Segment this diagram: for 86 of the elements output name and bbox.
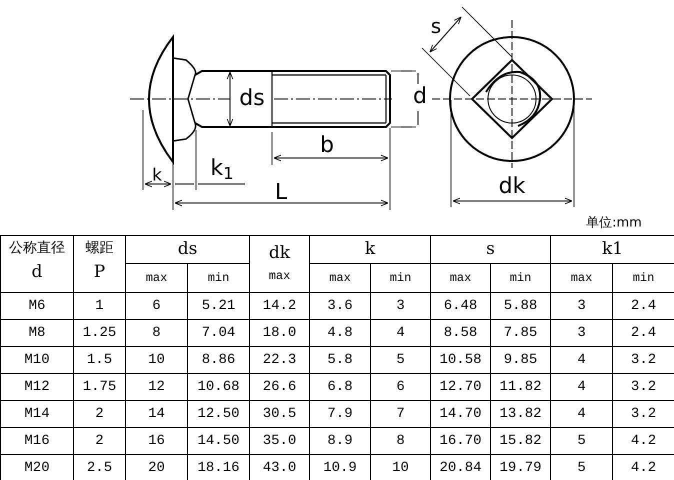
table-cell: 4 [370, 320, 431, 346]
dimension-label: k$_{1}$ [210, 158, 234, 180]
table-cell: M20 [0, 454, 74, 480]
table-cell: 3 [550, 292, 613, 320]
table-cell: M14 [0, 400, 74, 428]
table-cell: 7.85 [490, 320, 551, 346]
table-cell: 12.50 [188, 400, 250, 428]
table-cell: M8 [0, 320, 74, 346]
table-cell: 8.9 [310, 428, 371, 454]
table-cell: 7.04 [188, 320, 250, 346]
table-cell: 1.75 [74, 374, 126, 400]
dimension-label: b [320, 135, 334, 157]
table-cell: 2 [74, 428, 126, 454]
table-cell: M12 [0, 374, 74, 400]
table-cell: 9.85 [490, 346, 551, 374]
table-header-cell: max [550, 264, 613, 292]
table-cell: 4.8 [310, 320, 371, 346]
table-cell: 15.82 [490, 428, 551, 454]
table-cell: 6.8 [310, 374, 371, 400]
table-cell: 3 [370, 292, 431, 320]
table-cell: 5.88 [490, 292, 551, 320]
table-cell: 12 [126, 374, 188, 400]
table-cell: 12.70 [430, 374, 491, 400]
table-header-text: P [92, 261, 106, 284]
table-header-cell: k1 [550, 236, 674, 264]
table-cell: 14.2 [250, 292, 310, 320]
table-cell: 8 [126, 320, 188, 346]
table-cell: 10 [126, 346, 188, 374]
table-cell: 18.0 [250, 320, 310, 346]
table-cell: 4 [550, 346, 613, 374]
table-header-text: d [30, 261, 44, 284]
table-cell: 16 [126, 428, 188, 454]
table-cell: 10.58 [430, 346, 491, 374]
dimension-label: s [430, 16, 442, 36]
dimension-label: k [152, 168, 162, 184]
table-header-cell: s [430, 236, 551, 264]
table-header-text: 螺距 [84, 239, 114, 258]
table-cell: 6 [370, 374, 431, 400]
dimension-label: ds [239, 88, 265, 110]
table-header-text: max [268, 268, 292, 285]
table-header-cell: k [310, 236, 431, 264]
table-cell: 5.21 [188, 292, 250, 320]
table-cell: 35.0 [250, 428, 310, 454]
dimension-label: 单位:mm [586, 216, 642, 230]
table-header-cell: ds [126, 236, 250, 264]
table-cell: 8.86 [188, 346, 250, 374]
table-cell: 4 [550, 374, 613, 400]
table-cell: 5.8 [310, 346, 371, 374]
table-cell: 30.5 [250, 400, 310, 428]
table-cell: 14.70 [430, 400, 491, 428]
table-cell: 5 [370, 346, 431, 374]
table-cell: 14.50 [188, 428, 250, 454]
table-cell: 3.6 [310, 292, 371, 320]
table-header-text: 公称直径 [8, 239, 66, 258]
table-cell: 1 [74, 292, 126, 320]
table-cell: 22.3 [250, 346, 310, 374]
table-cell: 26.6 [250, 374, 310, 400]
table-cell: 10.68 [188, 374, 250, 400]
table-cell: 7.9 [310, 400, 371, 428]
table-cell: 8.58 [430, 320, 491, 346]
table-cell: 16.70 [430, 428, 491, 454]
table-cell: 5 [550, 428, 613, 454]
table-cell: 6.48 [430, 292, 491, 320]
table-cell: 1.5 [74, 346, 126, 374]
dimension-label: dk [498, 176, 526, 198]
table-cell: M16 [0, 428, 74, 454]
table-header-cell: min [370, 264, 431, 292]
table-cell: 6 [126, 292, 188, 320]
table-cell: 8 [370, 428, 431, 454]
table-cell: M6 [0, 292, 74, 320]
table-cell: 1.25 [74, 320, 126, 346]
table-cell: 11.82 [490, 374, 551, 400]
table-header-cell: min [490, 264, 551, 292]
table-cell: 3 [550, 320, 613, 346]
table-cell: 13.82 [490, 400, 551, 428]
table-cell: M10 [0, 346, 74, 374]
table-header-text: dk [268, 242, 292, 265]
dimension-label: L [274, 182, 288, 204]
table-cell: 2 [74, 400, 126, 428]
dimension-label: d [413, 86, 427, 108]
table-header-cell: max [430, 264, 491, 292]
table-header-cell: max [126, 264, 188, 292]
table-cell: 14 [126, 400, 188, 428]
table-cell: 4 [550, 400, 613, 428]
table-header-cell: max [310, 264, 371, 292]
table-cell: 7 [370, 400, 431, 428]
